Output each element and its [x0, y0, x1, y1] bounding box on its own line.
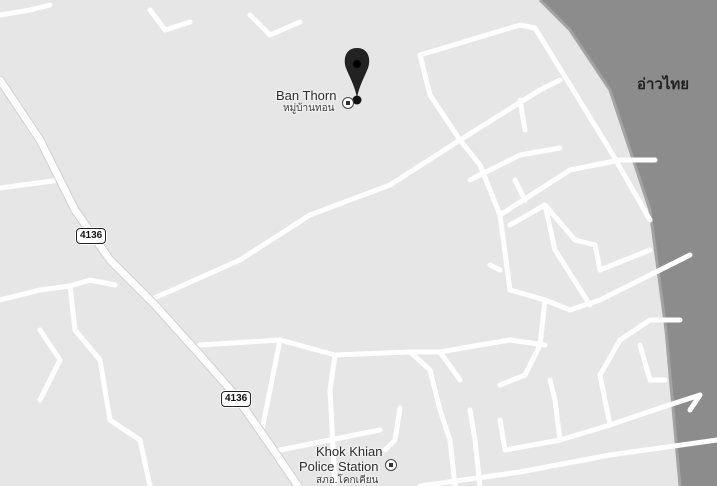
poi-square-dot-icon[interactable] — [385, 459, 397, 471]
route-shield-4136: 4136 — [76, 228, 107, 244]
place-label-khok-khian[interactable]: Khok Khian — [316, 444, 383, 459]
place-label-khok-khian-local: สภอ.โคกเคียน — [316, 475, 379, 486]
place-label-police-station[interactable]: Police Station — [299, 459, 379, 474]
place-label-ban-thorn-local: หมู่บ้านทอน — [283, 103, 335, 114]
map-pin-icon[interactable] — [344, 48, 370, 105]
water-body-label: อ่าวไทย — [637, 76, 690, 93]
poi-square-dot-icon[interactable] — [342, 97, 354, 109]
coastline — [538, 0, 682, 486]
route-shield-4136: 4136 — [221, 391, 252, 407]
place-label-ban-thorn[interactable]: Ban Thorn — [276, 88, 337, 103]
sea-area — [540, 0, 717, 486]
highway-4136 — [0, 75, 303, 486]
